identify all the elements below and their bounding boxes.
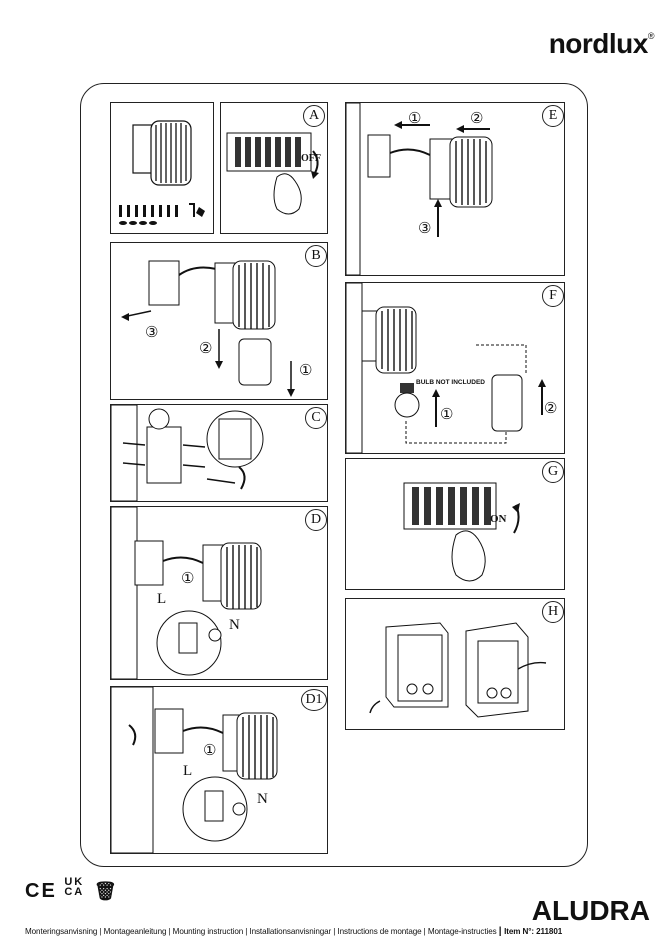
step-badge-e: E [542, 105, 564, 127]
instruction-languages: Monteringsanvisning | Montageanleitung |… [25, 927, 497, 936]
step-badge-f: F [542, 285, 564, 307]
step-1-label: ① [181, 571, 195, 587]
junction-box-illustration [369, 622, 547, 718]
wiring-connection-alt-illustration [111, 687, 278, 853]
step-2-label: ② [470, 111, 484, 127]
panel-c: C [110, 404, 328, 502]
fuse-box-on-illustration [403, 482, 520, 582]
wall-icon [111, 405, 138, 501]
bulb-installation-illustration [346, 283, 546, 453]
bulb-not-included-note: BULB NOT INCLUDED [416, 379, 485, 386]
step-badge-d1: D1 [301, 689, 327, 711]
bulb-icon [394, 383, 420, 418]
live-label: L [157, 591, 167, 607]
panel-contents [110, 102, 214, 234]
lamp-assembly-illustration [346, 103, 493, 275]
step-badge-a: A [303, 105, 325, 127]
step-1-label: ① [440, 407, 454, 423]
panel-b: B ③ ② ① [110, 242, 328, 400]
step-1-label: ① [299, 363, 313, 379]
step-2-label: ② [544, 401, 558, 417]
switch-off-label: OFF [301, 153, 321, 164]
lamp-parts-illustration [119, 120, 205, 225]
step-badge-b: B [305, 245, 327, 267]
wiring-connection-illustration [111, 507, 262, 679]
earth-icon [232, 802, 246, 816]
arrow-icon [312, 150, 319, 174]
hand-icon [451, 530, 486, 582]
weee-bin-icon: 🗑 [93, 881, 119, 901]
panel-e: E ① ② ③ [345, 102, 565, 276]
step-1-label: ① [408, 111, 422, 127]
wall-icon [346, 283, 363, 453]
step-badge-g: G [542, 461, 564, 483]
box-icon [385, 622, 529, 718]
wall-icon [346, 103, 361, 275]
step-1-label: ① [203, 743, 217, 759]
wall-mounting-illustration [111, 405, 264, 501]
neutral-label: N [229, 617, 240, 633]
step-badge-d: D [305, 509, 327, 531]
lamp-disassembly-illustration [121, 260, 295, 397]
item-number: 211801 [536, 927, 563, 936]
brand-name: nordlux [548, 28, 649, 59]
screw-icon [119, 203, 205, 225]
step-3-label: ③ [145, 325, 159, 341]
step-2-label: ② [199, 341, 213, 357]
live-label: L [183, 763, 193, 779]
panel-d: D ① L N [110, 506, 328, 680]
ce-mark: CE [25, 880, 57, 902]
instruction-frame [80, 83, 588, 867]
panel-d1: D1 ① L N [110, 686, 328, 854]
step-3-label: ③ [418, 221, 432, 237]
panel-g: G ON [345, 458, 565, 590]
hand-icon [273, 173, 302, 215]
box-icon [148, 260, 180, 306]
wall-icon [111, 507, 138, 679]
step-badge-h: H [542, 601, 564, 623]
step-badge-c: C [305, 407, 327, 429]
neutral-label: N [257, 791, 268, 807]
certification-marks: CE UK CA 🗑 [25, 877, 119, 903]
product-name: ALUDRA [531, 895, 650, 926]
wall-icon [111, 687, 154, 853]
panel-a: A OFF [220, 102, 328, 234]
ukca-mark: UK CA [64, 876, 85, 898]
panel-h: H [345, 598, 565, 730]
item-number-label: Item N°: [504, 927, 534, 936]
brand-logo: nordlux® [548, 28, 655, 60]
registered-mark: ® [647, 31, 655, 41]
footer-bar: Monteringsanvisning | Montageanleitung |… [25, 926, 563, 937]
panel-f: F BULB NOT INCLUDED ① ② [345, 282, 565, 454]
earth-icon [208, 628, 222, 642]
fuse-box-off-illustration [226, 132, 319, 215]
switch-on-label: ON [490, 513, 507, 525]
